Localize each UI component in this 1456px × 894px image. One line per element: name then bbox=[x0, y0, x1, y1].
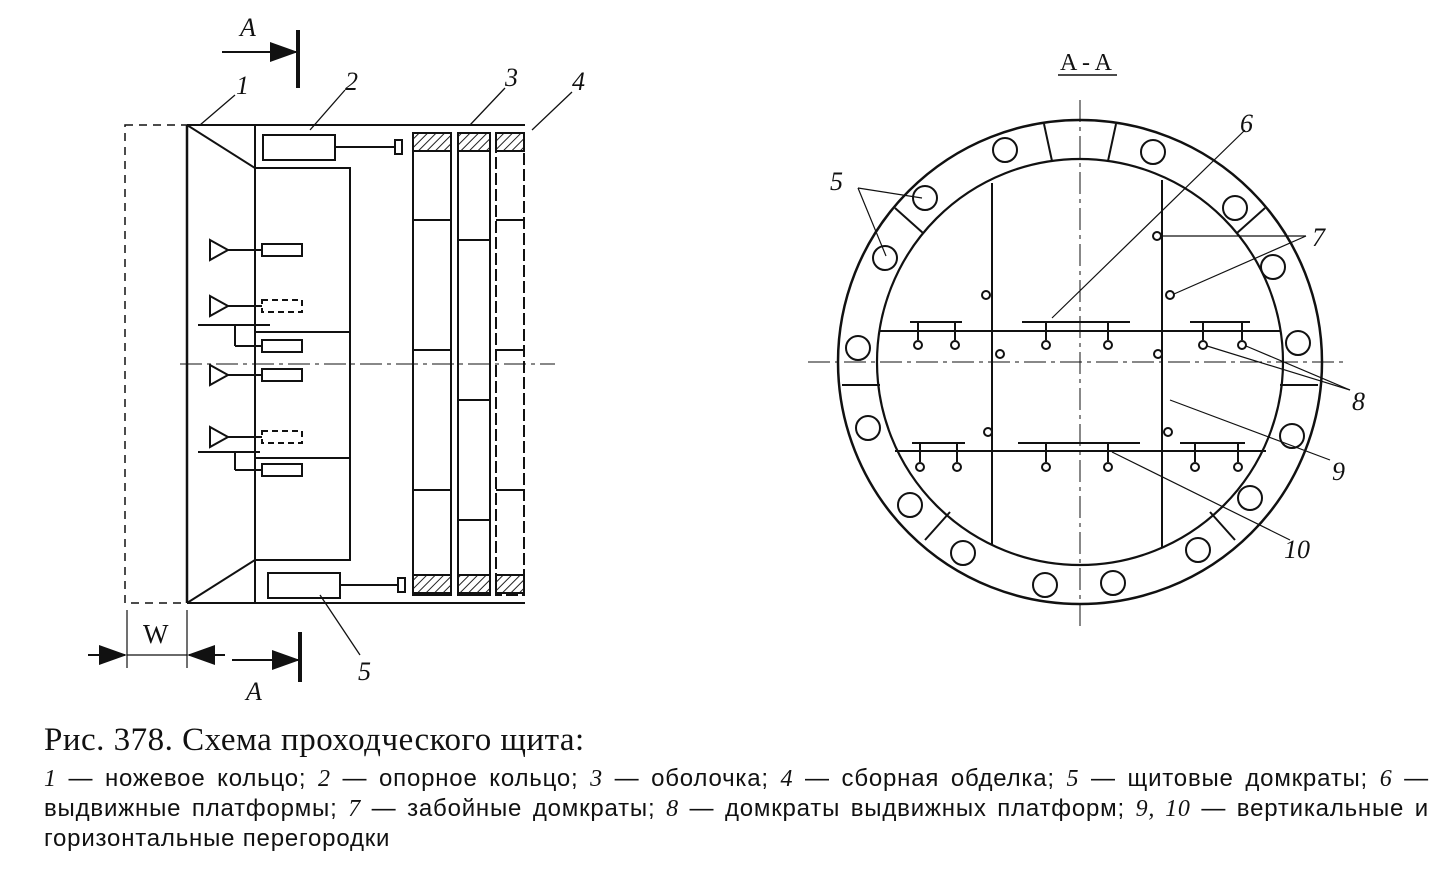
legend-num-5: 5 bbox=[1066, 766, 1080, 792]
legend-text-5: — щитовые домкраты; bbox=[1079, 765, 1380, 792]
legend-num-7: 7 bbox=[348, 796, 362, 822]
label-7: 7 bbox=[1312, 223, 1326, 252]
label-1: 1 bbox=[236, 71, 249, 100]
caption-legend: 1 — ножевое кольцо; 2 — опорное кольцо; … bbox=[44, 764, 1429, 853]
section-marker-bottom: A bbox=[244, 677, 262, 706]
legend-text-3: — оболочка; bbox=[602, 765, 781, 792]
legend-text-6: — выдвижные платформы; bbox=[44, 765, 1429, 822]
cross-section bbox=[808, 74, 1351, 630]
label-10: 10 bbox=[1284, 535, 1310, 564]
legend-text-8: — домкраты выдвижных платформ; bbox=[678, 795, 1136, 822]
section-title: A - A bbox=[1060, 50, 1113, 76]
legend-text-1: — ножевое кольцо; bbox=[56, 765, 319, 792]
label-2: 2 bbox=[345, 67, 358, 96]
label-8: 8 bbox=[1352, 387, 1365, 416]
legend-num-1: 1 bbox=[44, 766, 57, 792]
legend-num-4: 4 bbox=[780, 766, 794, 792]
legend-text-7: — забойные домкраты; bbox=[361, 795, 667, 822]
section-marker-top: A bbox=[238, 13, 256, 42]
label-4: 4 bbox=[572, 67, 585, 96]
longitudinal-section bbox=[88, 30, 573, 682]
legend-num-2: 2 bbox=[318, 766, 331, 792]
caption-title: Рис. 378. Схема проходческого щита: bbox=[44, 722, 585, 758]
label-6: 6 bbox=[1240, 109, 1253, 138]
legend-num-6: 6 bbox=[1379, 766, 1393, 792]
legend-text-9: — вертикальные и горизонтальные перегоро… bbox=[44, 795, 1430, 852]
legend-num-3: 3 bbox=[590, 766, 603, 792]
label-3: 3 bbox=[504, 63, 518, 92]
legend-num-8: 8 bbox=[666, 796, 679, 822]
legend-text-4: — сборная обделка; bbox=[793, 765, 1067, 792]
label-9: 9 bbox=[1332, 457, 1345, 486]
legend-text-2: — опорное кольцо; bbox=[330, 765, 591, 792]
width-label: W bbox=[143, 619, 169, 649]
label-5-left: 5 bbox=[358, 657, 371, 686]
label-5-right: 5 bbox=[830, 167, 843, 196]
shield-diagram: A A W 1 2 3 4 5 bbox=[88, 13, 1365, 706]
legend-num-9: 9, 10 bbox=[1135, 796, 1191, 822]
